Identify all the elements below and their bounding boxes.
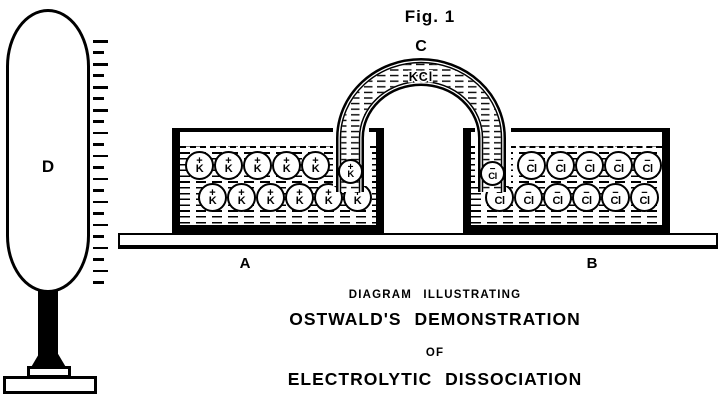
scale-tick — [93, 97, 104, 101]
scale-tick — [93, 108, 108, 112]
ion-k: +K — [198, 183, 227, 212]
scale-tick — [93, 281, 104, 284]
stand-stem — [38, 291, 58, 359]
bench — [118, 233, 718, 249]
scale-tick — [93, 51, 104, 55]
scale-tick — [93, 235, 104, 238]
gas-tube-label: D — [41, 157, 55, 176]
trough-b-ion-row-1: −Cl−Cl−Cl−Cl−Cl — [517, 151, 662, 180]
trough-a-ion-row-1: +K+K+K+K+K — [185, 151, 330, 180]
ion-k: +K — [243, 151, 272, 180]
bridge-label: C — [415, 38, 427, 55]
ion-cl: −Cl — [543, 183, 572, 212]
scale-tick — [93, 200, 108, 204]
caption-line-1: DIAGRAM ILLUSTRATING — [348, 289, 522, 301]
ion-cl: −Cl — [575, 151, 604, 180]
ion-k: +K — [256, 183, 285, 212]
scale-tick — [93, 154, 108, 158]
trough-a-label: A — [239, 255, 251, 272]
ion-k: +K — [301, 151, 330, 180]
scale-tick — [93, 269, 108, 273]
trough-b-label: B — [586, 255, 598, 272]
scale-tick — [93, 131, 108, 135]
ion-cl: −Cl — [572, 183, 601, 212]
scale-tick — [93, 223, 108, 227]
scale-tick — [93, 246, 108, 250]
ion-symbol: K — [347, 168, 354, 180]
scale-tick — [93, 166, 104, 169]
scale-tick — [93, 189, 104, 192]
stand-collar — [27, 366, 71, 378]
ion-cl: −Cl — [485, 183, 514, 212]
ion-k: +K — [272, 151, 301, 180]
ion-cl: −Cl — [546, 151, 575, 180]
ion-cl: −Cl — [604, 151, 633, 180]
ion-k: +K — [227, 183, 256, 212]
ion-k: +K — [343, 183, 372, 212]
scale-tick — [93, 177, 108, 181]
scale-tick — [93, 120, 104, 123]
scale-ticks — [93, 40, 113, 293]
bridge-leg-ion-cl: − Cl — [480, 161, 505, 186]
ion-k: +K — [314, 183, 343, 212]
ion-cl: −Cl — [630, 183, 659, 212]
stand-base — [3, 376, 97, 394]
stand-stem-foot — [30, 354, 67, 369]
scale-tick — [93, 212, 104, 215]
ion-symbol: Cl — [488, 170, 497, 182]
scale-tick — [93, 143, 104, 146]
trough-a-ion-row-2: +K+K+K+K+K+K — [198, 183, 372, 212]
ion-cl: −Cl — [601, 183, 630, 212]
ion-cl: −Cl — [633, 151, 662, 180]
ion-k: +K — [185, 151, 214, 180]
ion-k: +K — [214, 151, 243, 180]
caption-line-2: OSTWALD'S DEMONSTRATION — [289, 309, 581, 329]
ion-cl: −Cl — [514, 183, 543, 212]
ion-k: +K — [285, 183, 314, 212]
trough-b-ion-row-2: −Cl−Cl−Cl−Cl−Cl−Cl — [485, 183, 659, 212]
caption-line-3: OF — [425, 347, 445, 359]
scale-tick — [93, 74, 104, 78]
bridge-leg-ion-k: + K — [338, 159, 363, 184]
scale-tick — [93, 40, 108, 43]
gas-tube-bulb — [6, 9, 90, 293]
scale-tick — [93, 85, 108, 89]
scale-tick — [93, 62, 108, 66]
scale-tick — [93, 258, 104, 261]
caption-line-4: ELECTROLYTIC DISSOCIATION — [287, 369, 583, 389]
figure-number: Fig. 1 — [404, 7, 456, 26]
ion-cl: −Cl — [517, 151, 546, 180]
bridge-contents-label: KCl — [409, 70, 434, 84]
